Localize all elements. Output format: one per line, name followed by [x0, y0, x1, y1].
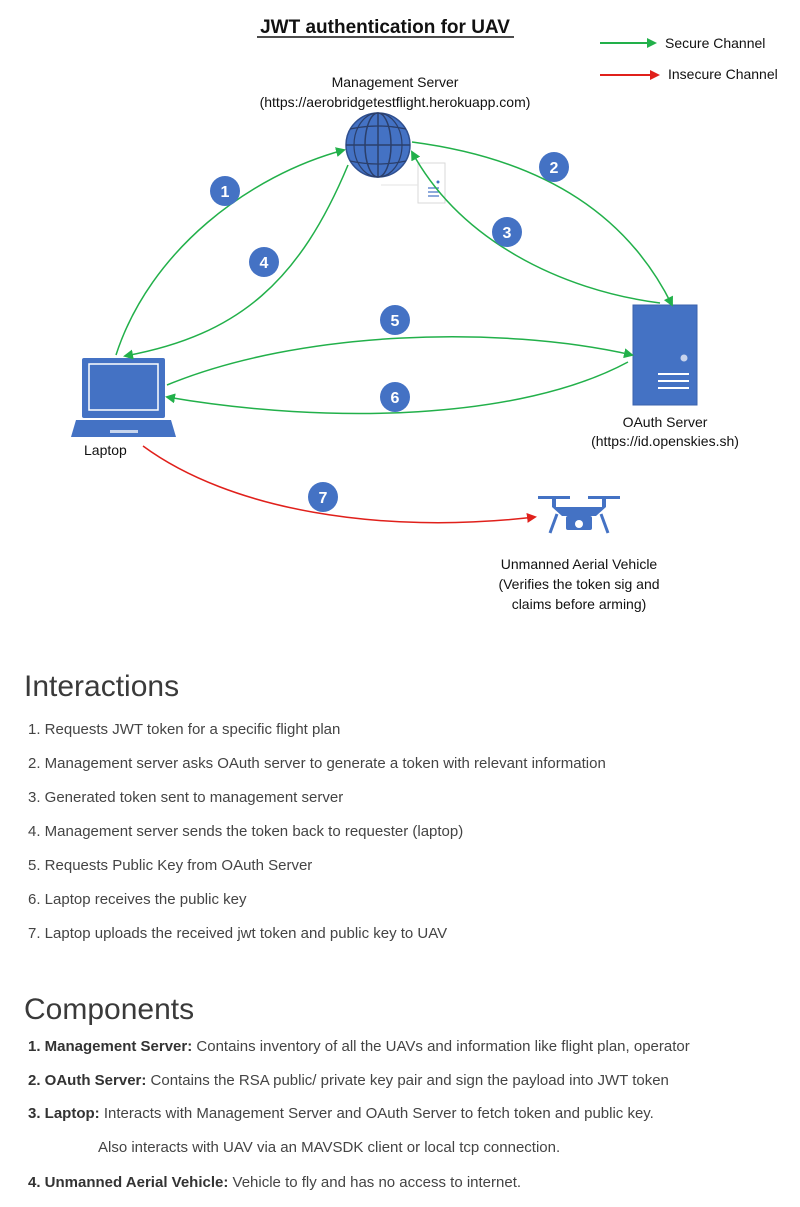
svg-text:6: 6: [391, 390, 400, 407]
step-badge-5: 5: [380, 305, 410, 335]
svg-text:3: 3: [503, 225, 512, 242]
interaction-item: 1. Requests JWT token for a specific fli…: [28, 721, 341, 738]
component-label: 2. OAuth Server:: [28, 1072, 147, 1089]
oauth-server-name: OAuth Server: [623, 414, 708, 430]
step-badge-7: 7: [308, 482, 338, 512]
management-server-url: (https://aerobridgetestflight.herokuapp.…: [260, 94, 531, 110]
interaction-item: 6. Laptop receives the public key: [28, 891, 247, 908]
svg-text:2: 2: [550, 160, 559, 177]
component-text: Contains the RSA public/ private key pai…: [146, 1072, 669, 1089]
legend: Secure Channel Insecure Channel: [600, 35, 778, 82]
svg-text:4: 4: [260, 255, 269, 272]
legend-secure-label: Secure Channel: [665, 35, 765, 51]
step-badge-4: 4: [249, 247, 279, 277]
arrow-step-3: [411, 150, 661, 304]
interaction-item: 3. Generated token sent to management se…: [28, 789, 344, 806]
interactions-heading: Interactions: [24, 670, 180, 703]
legend-insecure-label: Insecure Channel: [668, 66, 778, 82]
component-text: Vehicle to fly and has no access to inte…: [228, 1174, 522, 1191]
oauth-server-url: (https://id.openskies.sh): [591, 433, 739, 449]
drone-icon: [538, 496, 620, 534]
laptop-label: Laptop: [84, 442, 127, 458]
uav-name: Unmanned Aerial Vehicle: [501, 556, 658, 572]
jwt-diagram: JWT authentication for UAV Secure Channe…: [71, 17, 778, 612]
arrow-step-2: [411, 141, 673, 307]
interaction-item: 4. Management server sends the token bac…: [28, 823, 464, 840]
interaction-item: 2. Management server asks OAuth server t…: [28, 755, 606, 772]
arrow-step-6: [165, 361, 629, 415]
server-icon: [632, 304, 698, 406]
component-label: 3. Laptop:: [28, 1105, 100, 1122]
uav-note-line1: (Verifies the token sig and: [498, 576, 659, 592]
svg-text:1: 1: [221, 184, 230, 201]
uav-note-line2: claims before arming): [512, 596, 647, 612]
diagram-title: JWT authentication for UAV: [260, 17, 510, 38]
component-item: 1. Management Server: Contains inventory…: [28, 1038, 690, 1055]
component-item: 4. Unmanned Aerial Vehicle: Vehicle to f…: [28, 1174, 521, 1191]
management-server-name: Management Server: [332, 74, 459, 90]
component-item: 2. OAuth Server: Contains the RSA public…: [28, 1072, 669, 1089]
arrow-step-4: [123, 164, 349, 360]
component-text: Contains inventory of all the UAVs and i…: [192, 1038, 690, 1055]
step-badge-2: 2: [539, 152, 569, 182]
component-label: 4. Unmanned Aerial Vehicle:: [28, 1174, 229, 1191]
globe-icon: [345, 112, 411, 178]
arrow-step-1: [115, 147, 346, 356]
svg-text:5: 5: [391, 313, 400, 330]
arrow-step-7: [142, 445, 537, 524]
component-text: Also interacts with UAV via an MAVSDK cl…: [98, 1139, 561, 1156]
laptop-icon: [71, 358, 176, 437]
interaction-item: 7. Laptop uploads the received jwt token…: [28, 925, 448, 942]
arrow-step-5: [166, 336, 634, 386]
component-label: 1. Management Server:: [28, 1038, 193, 1055]
components-heading: Components: [24, 993, 195, 1026]
step-badge-3: 3: [492, 217, 522, 247]
step-badge-6: 6: [380, 382, 410, 412]
component-item-continuation: Also interacts with UAV via an MAVSDK cl…: [98, 1139, 560, 1156]
interaction-item: 5. Requests Public Key from OAuth Server: [28, 857, 313, 874]
step-badge-1: 1: [210, 176, 240, 206]
component-text: Interacts with Management Server and OAu…: [99, 1105, 654, 1122]
component-item: 3. Laptop: Interacts with Management Ser…: [28, 1105, 654, 1122]
svg-text:7: 7: [319, 490, 328, 507]
